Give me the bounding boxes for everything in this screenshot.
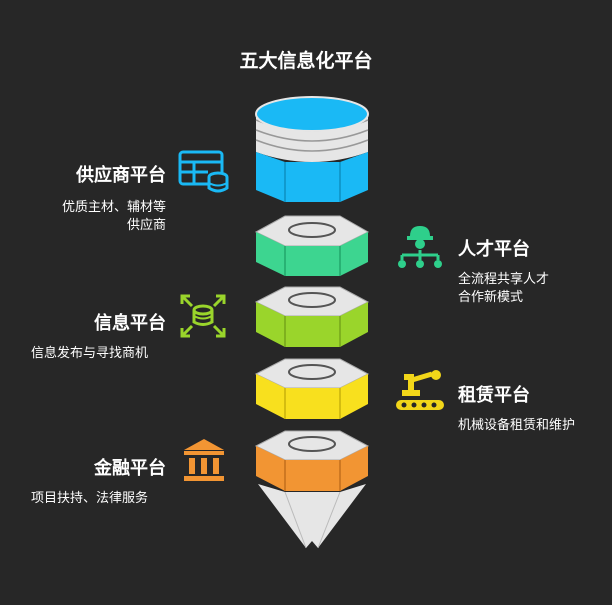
supplier-platform-label: 供应商平台 — [76, 165, 166, 186]
layer-1-cylinder — [255, 96, 369, 202]
finance-platform-desc: 项目扶持、法律服务 — [31, 491, 149, 506]
layer-5-hex-drill — [254, 430, 370, 549]
layer-4-hex — [254, 358, 370, 419]
supplier-platform-desc-line2: 供应商 — [126, 218, 166, 233]
bank-icon — [184, 439, 224, 481]
talent-platform-desc-line2: 合作新模式 — [458, 290, 524, 305]
robot-arm-icon — [396, 370, 444, 410]
data-exchange-icon — [180, 294, 226, 338]
finance-platform-label: 金融平台 — [94, 458, 166, 479]
diagram-title: 五大信息化平台 — [239, 50, 373, 72]
supplier-platform-desc-line1: 优质主材、辅材等 — [61, 200, 166, 215]
talent-platform-label: 人才平台 — [458, 239, 530, 260]
org-chart-icon — [398, 226, 442, 268]
layer-2-hex — [254, 215, 370, 276]
leasing-platform-label: 租赁平台 — [458, 385, 530, 406]
leasing-platform-desc: 机械设备租赁和维护 — [458, 418, 576, 433]
database-table-icon — [178, 150, 229, 193]
info-platform-desc: 信息发布与寻找商机 — [31, 346, 149, 361]
talent-platform-desc-line1: 全流程共享人才 — [458, 272, 550, 287]
info-platform-label: 信息平台 — [94, 313, 166, 334]
layer-3-hex — [254, 286, 370, 347]
